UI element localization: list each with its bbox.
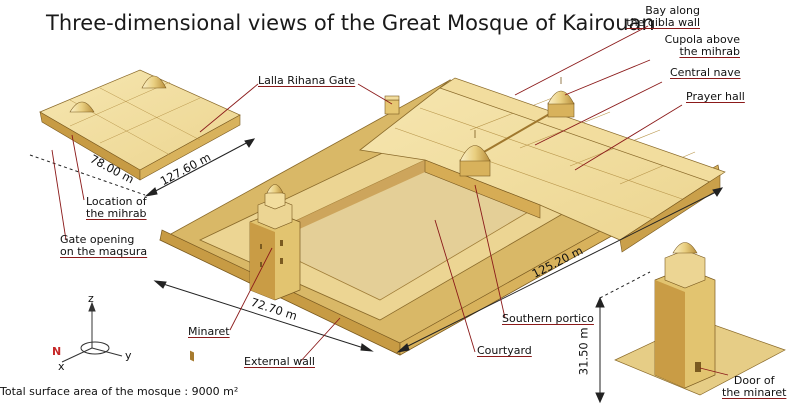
page-title: Three-dimensional views of the Great Mos…: [46, 11, 655, 35]
label-cupola-line2: the mihrab: [679, 45, 740, 59]
label-gate-opening-line2: on the maqsura: [60, 245, 148, 259]
aerial-view-small: [39, 69, 241, 181]
label-external-wall: External wall: [244, 355, 315, 368]
label-central-nave: Central nave: [670, 66, 741, 79]
label-location-mihrab-line1: Location of: [86, 195, 147, 208]
dimension-lines: [29, 138, 724, 404]
dimension-31m: 31.50 m: [576, 327, 591, 376]
footer-surface-area: Total surface area of the mosque : 9000 …: [0, 385, 239, 398]
label-door-minaret: Door of the minaret: [722, 374, 787, 400]
label-door-minaret-line1: Door of: [733, 374, 775, 387]
label-bay-qibla: Bay along the qibla wall: [626, 4, 700, 30]
label-gate-opening: Gate opening on the maqsura: [60, 233, 148, 259]
minaret-detail-view: [614, 242, 786, 396]
label-courtyard: Courtyard: [477, 344, 532, 357]
label-southern-portico: Southern portico: [502, 312, 594, 325]
axis-z-label: z: [88, 292, 94, 305]
label-prayer-hall: Prayer hall: [686, 90, 745, 103]
axis-indicator: [61, 301, 123, 363]
front-dome: [459, 130, 491, 177]
label-door-minaret-line2: the minaret: [722, 386, 787, 400]
label-minaret: Minaret: [188, 325, 230, 338]
north-label: N: [52, 345, 62, 358]
minaret-main: [249, 184, 301, 301]
cupola-above-mihrab: [547, 77, 575, 118]
axis-x-label: x: [58, 360, 65, 373]
west-arcade: [190, 350, 194, 362]
label-bay-qibla-line1: Bay along: [645, 4, 700, 17]
label-cupola: Cupola above the mihrab: [664, 33, 740, 59]
label-bay-qibla-line2: the qibla wall: [626, 16, 700, 30]
label-location-mihrab-line2: the mihrab: [86, 207, 147, 221]
label-location-mihrab: Location of the mihrab: [86, 195, 147, 221]
label-cupola-line1: Cupola above: [664, 33, 740, 46]
leader-lines: [51, 25, 729, 376]
lalla-rihana-gate: [384, 95, 400, 115]
axis-y-label: y: [125, 349, 132, 362]
label-lalla-rihana: Lalla Rihana Gate: [258, 74, 356, 87]
prayer-hall-facade: [424, 159, 541, 219]
label-gate-opening-line1: Gate opening: [60, 233, 135, 246]
qibla-bay: [439, 77, 726, 183]
